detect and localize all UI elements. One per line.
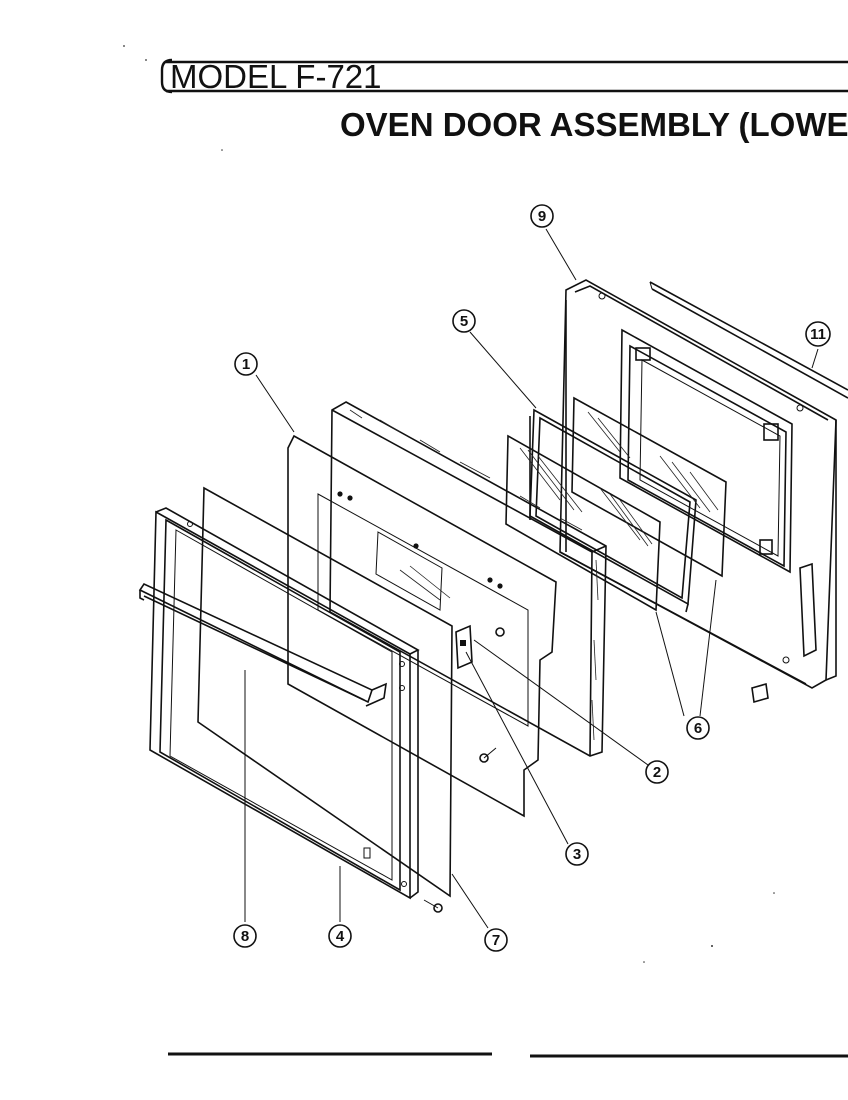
part-1-inner-door-liner (329, 401, 607, 757)
part-8-door-handle (138, 582, 387, 707)
callout-6-label: 6 (694, 720, 702, 737)
scan-specks (123, 45, 775, 963)
callout-6: 6 (686, 716, 710, 740)
part-4-outer-door-frame (149, 507, 420, 900)
callout-1-label: 1 (242, 356, 250, 373)
diagram-title: OVEN DOOR ASSEMBLY (LOWEF (340, 106, 848, 143)
callout-4: 4 (328, 924, 352, 948)
part-5-glass-retainer (529, 408, 697, 613)
callout-5: 5 (452, 309, 476, 333)
callout-8: 8 (233, 924, 257, 948)
part-7-front-glass (197, 486, 453, 898)
callout-9-label: 9 (538, 208, 546, 225)
model-header: MODEL F-721 (160, 58, 848, 95)
callout-1: 1 (234, 352, 258, 376)
callout-2-label: 2 (653, 764, 661, 781)
part-11-trim-strip (649, 281, 848, 399)
model-label: MODEL F-721 (170, 58, 382, 95)
callout-4-label: 4 (336, 928, 345, 945)
callout-3-label: 3 (573, 846, 581, 863)
callout-3: 3 (565, 842, 589, 866)
part-6-glass-panes (505, 396, 727, 612)
callout-11-label: 11 (810, 326, 826, 343)
callout-2: 2 (645, 760, 669, 784)
leader-lines (244, 228, 819, 929)
mounting-screws (423, 627, 505, 913)
callout-11: 11 (805, 321, 831, 347)
callout-9: 9 (530, 204, 554, 228)
part-7-inner-panel (287, 434, 557, 818)
part-9-inner-door-panel (559, 279, 837, 704)
callout-8-label: 8 (241, 928, 249, 945)
callout-7: 7 (484, 928, 508, 952)
footer-rules (168, 1052, 848, 1058)
part-2-3-hinge-bracket (455, 624, 473, 670)
callout-7-label: 7 (492, 932, 500, 949)
callout-5-label: 5 (460, 313, 468, 330)
